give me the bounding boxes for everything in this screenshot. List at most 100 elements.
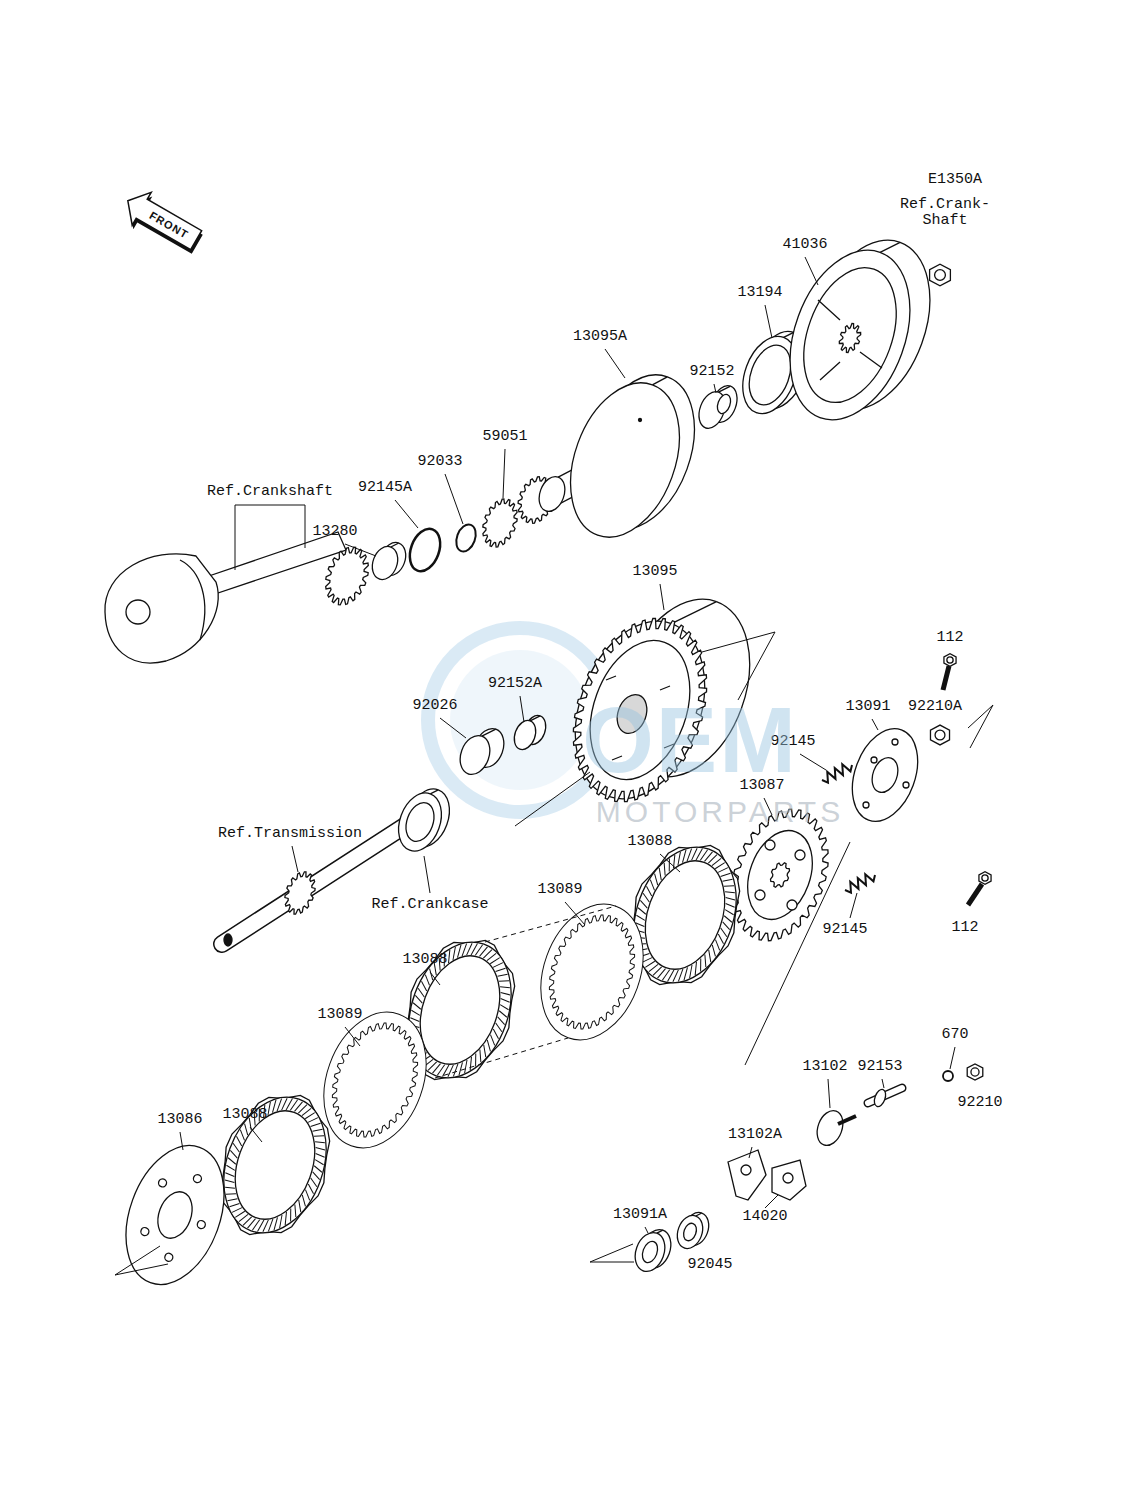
friction-groove [422,975,432,986]
steel-plate-13089-rim [523,890,661,1054]
pressure-plate-hole [164,1252,174,1262]
friction-groove [688,965,695,978]
reference-label: Ref.Crankshaft [207,484,333,500]
friction-groove [724,883,734,890]
bushing-13280-front [368,543,402,583]
pressure-plate-hole [196,1219,206,1229]
friction-groove [316,1147,325,1151]
bushing-13280-edge [391,543,399,547]
friction-groove [315,1139,325,1145]
friction-groove [683,967,689,980]
friction-groove [488,1035,498,1046]
leader-lines [115,257,993,1275]
friction-plate-13088 [201,1078,349,1253]
friction-groove [723,876,733,884]
friction-groove [687,849,692,861]
cam-pin [838,1116,856,1124]
leader-line [180,1132,183,1150]
nut-92210A-hole [935,730,945,740]
crankcase-bearing-edge [430,790,438,794]
arrow-body [118,184,205,256]
callout-number: 92045 [687,1257,732,1273]
callout-number: 92152 [689,364,734,380]
pressure-plate-hole [157,1178,167,1188]
circlip-92145A [404,525,445,576]
callout-number: 13088 [627,834,672,850]
leader-line [503,449,505,498]
callout-number: 13280 [312,524,357,540]
seal-13091A-front [630,1228,670,1275]
basket-13095-edge [671,602,716,624]
plate-13091 [840,720,929,831]
friction-groove [496,1017,506,1025]
friction-groove [268,1219,273,1231]
hub-hole [787,900,797,910]
pressure-plate-13086 [108,1132,242,1298]
friction-groove [226,1165,236,1170]
bolt-112 [968,884,982,905]
crank-web [105,554,218,663]
friction-groove [721,870,731,879]
callout-number: 13089 [317,1007,362,1023]
leader-line [430,972,440,985]
collar-92026-front [455,731,495,778]
reference-label: Ref.Crankcase [371,897,488,913]
reference-bracket [235,505,305,570]
friction-groove [692,962,699,975]
friction-groove [501,992,510,996]
drum-13095A [551,360,715,553]
friction-groove [494,1023,504,1032]
callout-number: 670 [941,1027,968,1043]
callout-number: 59051 [482,429,527,445]
callout-number: 92210 [957,1095,1002,1111]
friction-groove [234,1136,244,1146]
friction-groove [315,1153,324,1157]
friction-groove [467,1057,474,1070]
callout-number: 13194 [737,285,782,301]
friction-groove [299,1195,309,1207]
leader-line [872,719,878,730]
direction-arrow: FRONT [112,178,212,263]
friction-groove [705,950,714,962]
leader-line [805,257,818,285]
seal-13091A-edge [657,1230,663,1233]
steel-plate-13089 [523,890,661,1054]
assembly-line [590,1244,633,1262]
bolt-112 [943,666,949,690]
friction-plate-13088-bore [221,1100,329,1231]
bushing-92152A-edge [530,716,540,721]
crankcase-bearing [391,783,457,857]
friction-groove [313,1166,323,1172]
hub-hole [765,840,775,850]
bolt-head-body [979,872,991,885]
friction-plate-13088-rim [206,1083,344,1247]
callout-number: 13095A [573,329,627,345]
stack-line [435,1038,568,1078]
nut-92210-hole [971,1068,979,1076]
friction-groove [496,965,506,974]
leader-line [882,1079,884,1088]
leader-line [714,384,716,393]
friction-groove [237,1130,247,1141]
leader-line [645,1227,648,1233]
crank-nut-hole [935,270,946,281]
pin-collar [872,1088,888,1108]
plate-bore [868,754,903,796]
nut-92210A-body [930,725,949,745]
friction-groove [476,1050,485,1063]
leader-line [520,696,524,722]
callout-number: 41036 [782,237,827,253]
leader-line [660,584,664,610]
clutch-shoe-41036-edge [880,242,900,252]
friction-groove [639,900,649,908]
assembly-line [738,632,775,700]
friction-groove [231,1143,241,1152]
cam-13102 [813,1107,848,1149]
friction-groove [291,1205,300,1218]
friction-groove [451,947,458,960]
steel-plate-13089-teeth [317,1011,432,1149]
assembly-line [115,1264,168,1275]
leader-line [250,1127,262,1142]
bolt-head-body [944,654,956,667]
